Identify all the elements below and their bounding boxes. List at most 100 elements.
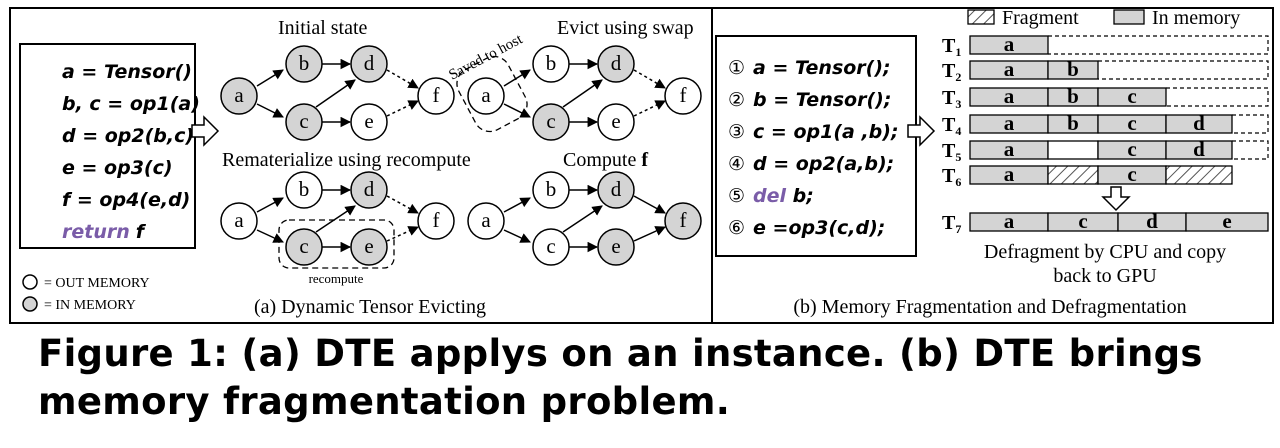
node-f (417, 77, 455, 115)
memory-row: T2 a b (942, 57, 1269, 84)
row-label: T6 (942, 165, 961, 189)
node-f (664, 77, 702, 115)
segment-label: a (1004, 84, 1015, 108)
segment-label: a (1004, 32, 1015, 56)
svg-text:e: e (611, 109, 620, 133)
svg-text:c: c (299, 234, 308, 258)
in-memory-legend-icon (1113, 9, 1145, 25)
segment-label: d (1193, 111, 1205, 135)
figure-caption: Figure 1: (a) DTE applys on an instance.… (38, 332, 1203, 423)
free-space (1048, 35, 1269, 55)
svg-text:b: b (299, 51, 310, 75)
memory-segment (1165, 165, 1233, 185)
row-label: T7 (942, 212, 961, 236)
code-line: b, c = op1(a) (62, 93, 200, 115)
graph-compute-f: a b c d e f (467, 171, 702, 266)
node-c (285, 103, 323, 141)
memory-segment (1047, 165, 1099, 185)
legend-fragment: Fragment (1002, 7, 1079, 29)
graph-initial-state: a b c d e f (220, 45, 455, 141)
svg-text:c: c (546, 234, 555, 258)
node-d (597, 171, 635, 209)
node-a (220, 202, 258, 240)
title-initial-state: Initial state (278, 17, 368, 39)
segment-label: d (1193, 137, 1205, 161)
segment-label: b (1067, 111, 1079, 135)
svg-text:f: f (433, 83, 440, 107)
segment-label: d (1146, 209, 1158, 233)
svg-text:e: e (364, 109, 373, 133)
svg-text:c: c (546, 109, 555, 133)
node-a (220, 77, 258, 115)
recompute-box (278, 219, 395, 269)
svg-text:b: b (546, 177, 557, 201)
legend-out-memory: = OUT MEMORY (44, 276, 150, 291)
segment-label: c (1127, 137, 1136, 161)
figure-frame (9, 7, 1274, 324)
segment-label: e (1222, 209, 1231, 233)
svg-text:e: e (611, 234, 620, 258)
node-d (350, 45, 388, 83)
del-keyword: del (753, 185, 786, 207)
arrow-right-icon (191, 115, 220, 147)
row-label: T2 (942, 60, 961, 84)
svg-text:b: b (299, 177, 310, 201)
panel-a: a = Tensor() b, c = op1(a) d = op2(b,c) … (19, 17, 702, 318)
subcaption-a: (a) Dynamic Tensor Evicting (254, 296, 486, 318)
node-a (467, 202, 505, 240)
segment-label: c (1127, 162, 1136, 186)
memory-segment (1165, 140, 1233, 160)
node-c (285, 228, 323, 266)
row-label: T4 (942, 114, 961, 138)
segment-label: b (1067, 57, 1079, 81)
defrag-text-2: back to GPU (1053, 265, 1157, 287)
in-memory-legend-icon (22, 296, 38, 312)
title-evict-swap: Evict using swap (557, 17, 694, 39)
node-d (350, 171, 388, 209)
memory-segment (1047, 60, 1099, 80)
memory-segment (969, 35, 1049, 55)
svg-text:f: f (680, 83, 687, 107)
node-b (285, 171, 323, 209)
code-line: d = op2(b,c) (62, 125, 194, 147)
svg-text:a: a (234, 208, 244, 232)
out-memory-legend-icon (22, 274, 38, 290)
segment-label: a (1004, 57, 1015, 81)
node-c (532, 103, 570, 141)
segment-label: a (1004, 209, 1015, 233)
memory-segment (1097, 87, 1167, 107)
subcaption-b: (b) Memory Fragmentation and Defragmenta… (793, 296, 1186, 318)
segment-label: c (1078, 209, 1087, 233)
row-label: T5 (942, 140, 961, 164)
segment-label: a (1004, 111, 1015, 135)
free-space (1232, 114, 1269, 134)
svg-text:d: d (364, 51, 375, 75)
memory-segment (1047, 140, 1099, 160)
free-space (1166, 87, 1269, 107)
code-line: f = op4(e,d) (62, 189, 190, 211)
svg-text:a: a (481, 83, 491, 107)
free-space (1098, 60, 1269, 80)
legend-in-memory-b: In memory (1152, 7, 1240, 29)
svg-text:d: d (611, 51, 622, 75)
node-b (285, 45, 323, 83)
svg-text:a: a (481, 208, 491, 232)
title-compute: Compute f (563, 149, 648, 171)
saved-to-host-box (456, 55, 528, 133)
segment-label: c (1127, 84, 1136, 108)
node-e (597, 103, 635, 141)
node-b (532, 171, 570, 209)
fragment-legend-icon (967, 9, 995, 25)
return-var: f (136, 221, 147, 243)
node-b (532, 45, 570, 83)
title-rematerialize: Rematerialize using recompute (222, 149, 471, 171)
diagram-canvas: a = Tensor() b, c = op1(a) d = op2(b,c) … (9, 7, 1274, 324)
segment-label: b (1067, 84, 1079, 108)
